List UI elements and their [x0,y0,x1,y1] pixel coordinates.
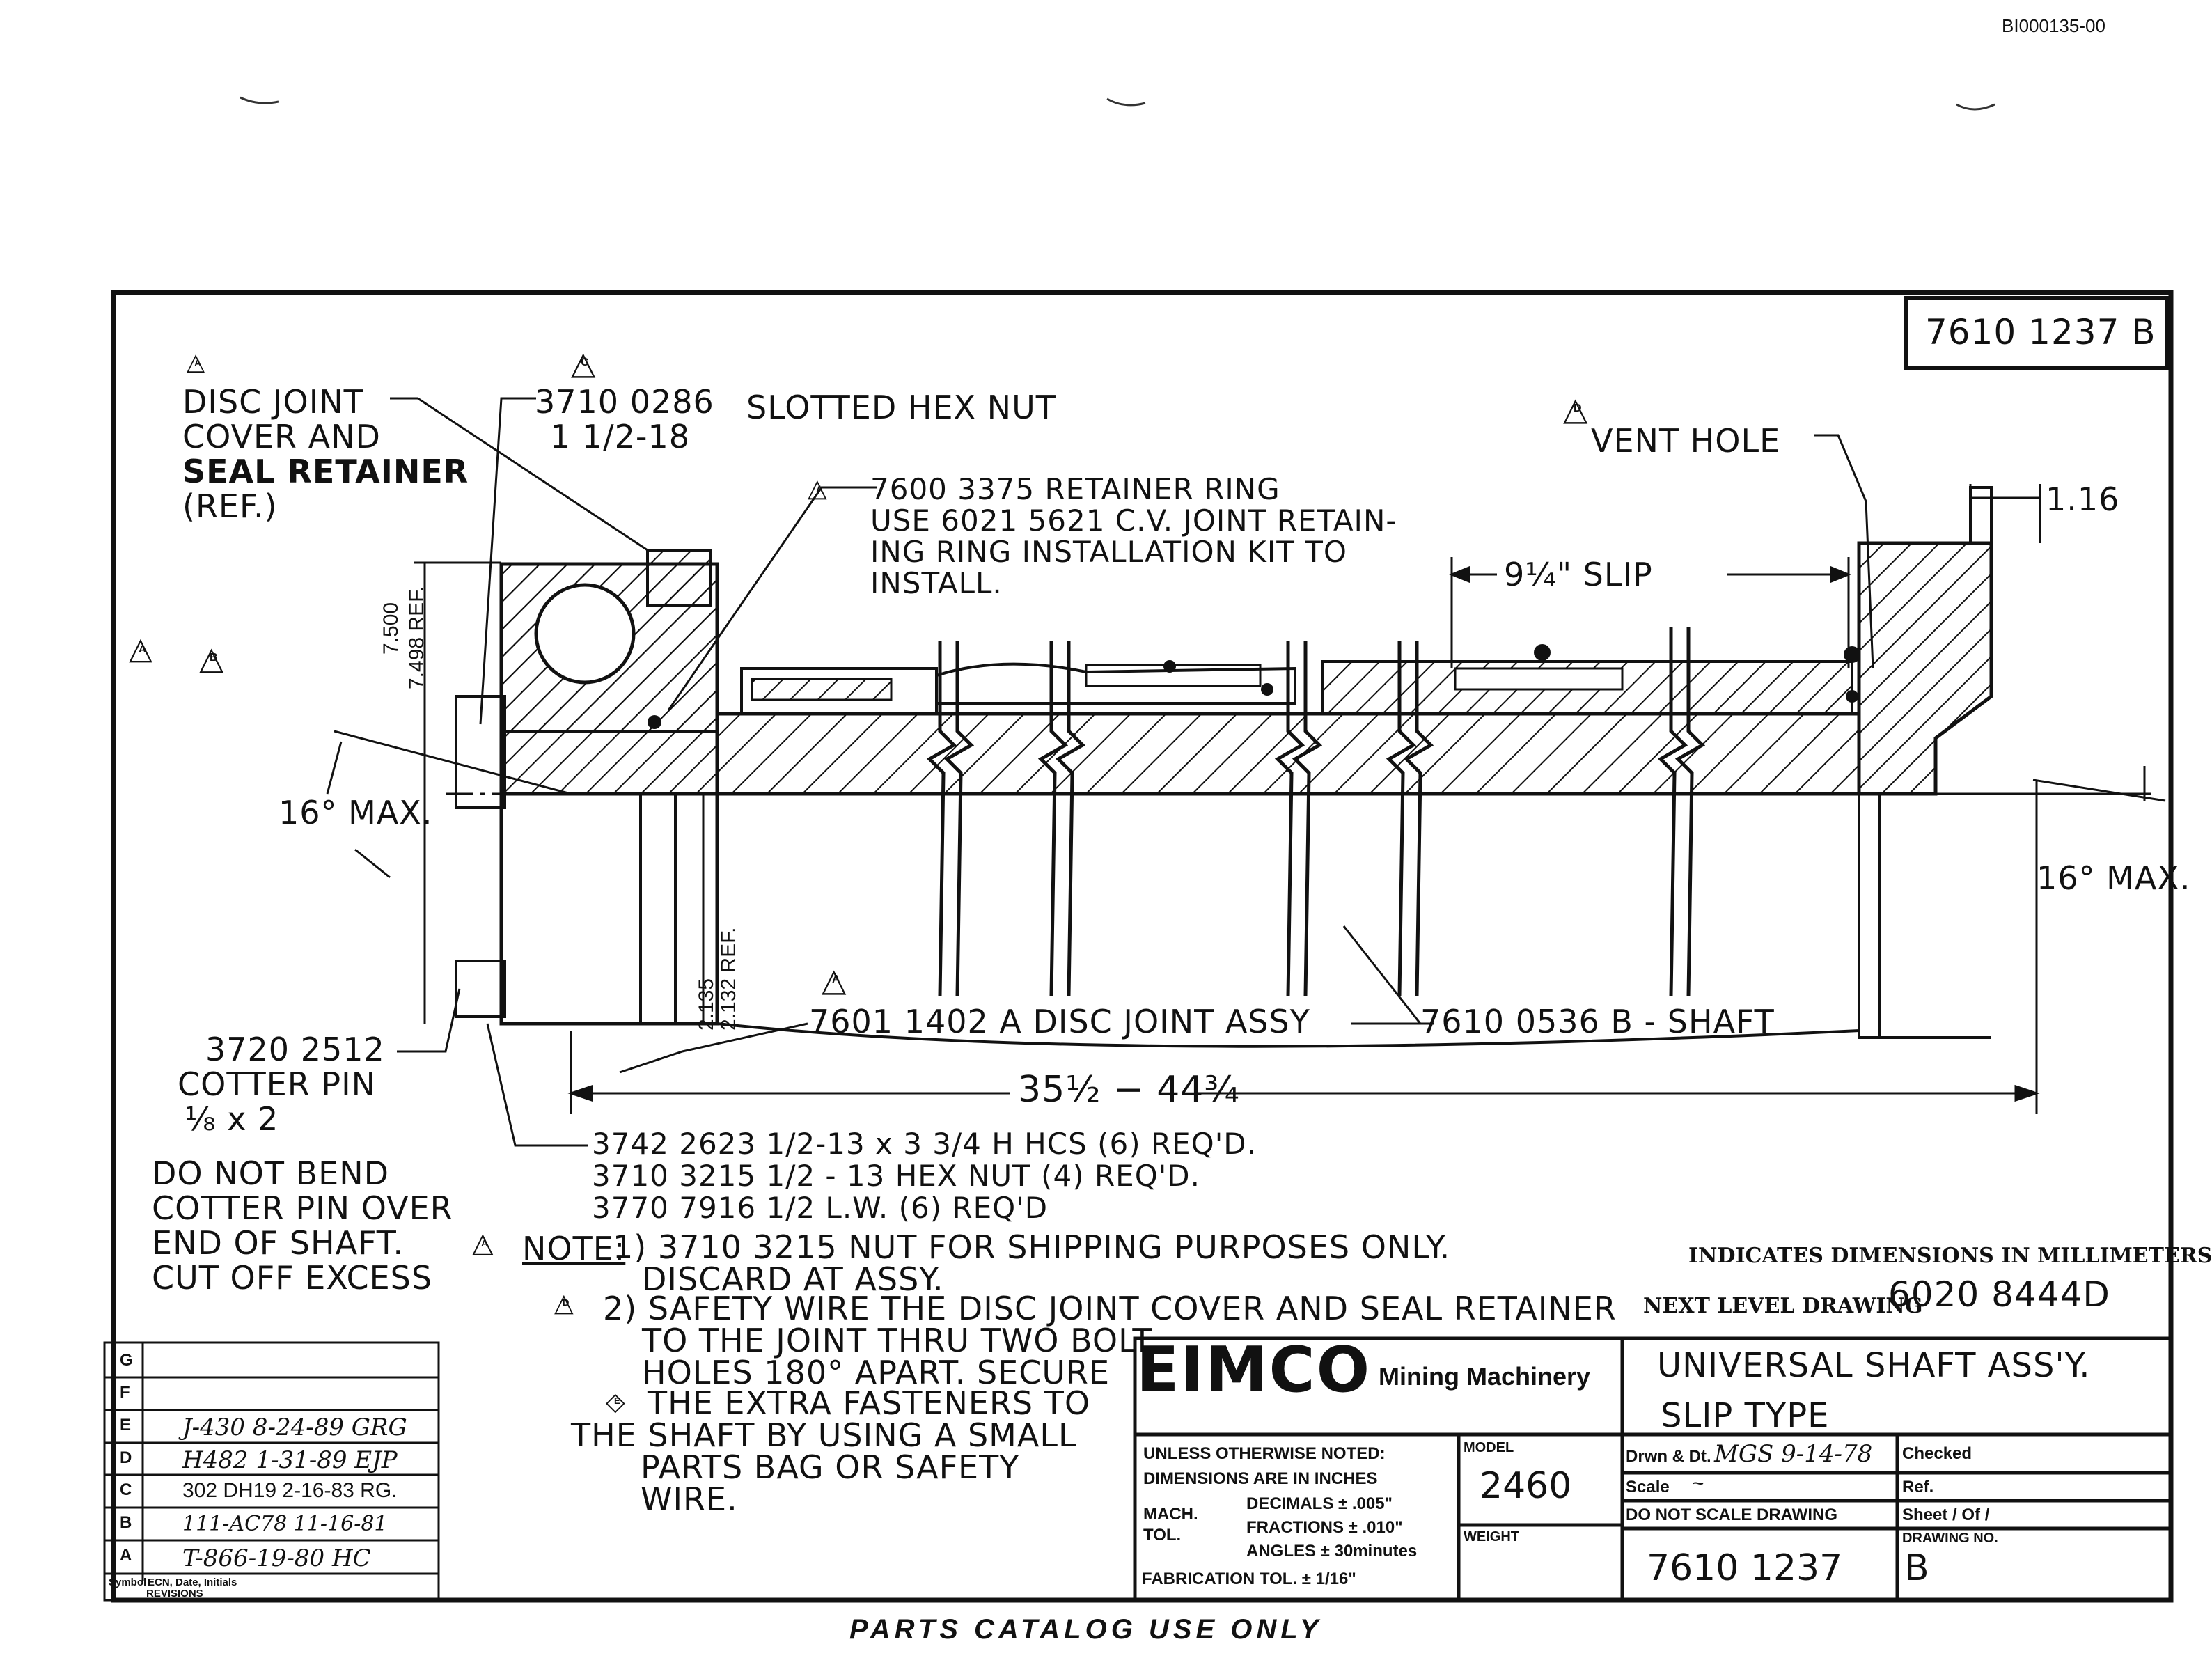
dims-in-inches: DIMENSIONS ARE IN INCHES [1143,1469,1378,1488]
rev-revisions-header: REVISIONS [146,1588,203,1599]
revision-table-lines [103,1341,440,1602]
revision-triangle-icon: △A [808,474,827,502]
revision-triangle-icon: △A [129,632,152,666]
disc-joint-cover-note: DISC JOINT COVER AND SEAL RETAINER (REF.… [182,383,469,525]
retainer-ring-note: 7600 3375 RETAINER RING USE 6021 5621 C.… [870,472,1397,600]
title-line-1: UNIVERSAL SHAFT ASS'Y. [1657,1346,2091,1385]
title-block-lines [1133,1336,2173,1602]
model-value: 2460 [1480,1465,1572,1507]
ref-label: Ref. [1902,1478,1934,1496]
rev-sym: F [120,1383,130,1402]
angles-tol: ANGLES ± 30minutes [1246,1542,1418,1560]
rev-entry: 302 DH19 2-16-83 RG. [182,1479,398,1502]
unless-noted: UNLESS OTHERWISE NOTED: [1143,1444,1386,1463]
rev-sym: E [120,1416,132,1434]
rev-ecn-header: ECN, Date, Initials [148,1577,237,1588]
cotter-pin-note: 3720 2512 COTTER PIN ⅛ x 2 [178,1031,385,1138]
decimals-tol: DECIMALS ± .005" [1246,1494,1393,1513]
dimension-7500: 7.500 [379,602,402,655]
dimension-2135: 2.135 [695,978,718,1031]
fastener-list: 3742 2623 1/2-13 x 3 3/4 H HCS (6) REQ'D… [592,1127,1257,1225]
drawn-label: Drwn & Dt. [1626,1447,1711,1466]
no-scale-warning: DO NOT SCALE DRAWING [1626,1505,1837,1524]
scale-label: Scale [1626,1478,1670,1496]
dimension-lines [326,397,2166,1147]
note-2: 2) SAFETY WIRE THE DISC JOINT COVER AND … [603,1290,1617,1391]
note-label: NOTE: [522,1230,626,1267]
overall-length: 35½ − 44¾ [1018,1069,1240,1111]
note-1: 1) 3710 3215 NUT FOR SHIPPING PURPOSES O… [613,1228,1451,1298]
company-logo: EIMCO [1136,1333,1372,1407]
rev-sym: B [120,1513,132,1532]
checked-label: Checked [1902,1444,1972,1463]
rev-entry: T-866-19-80 HC [182,1544,371,1572]
title-line-2: SLIP TYPE [1661,1396,1830,1435]
next-level-value: 6020 8444D [1888,1274,2110,1315]
weight-label: WEIGHT [1464,1529,1519,1544]
disc-joint-assy-label: 7601 1402 A DISC JOINT ASSY [809,1003,1310,1040]
scale-value: ~ [1692,1472,1704,1495]
rev-sym: G [120,1351,133,1370]
revision-triangle-icon: △A [187,349,205,375]
revision-triangle-icon: △C [571,345,596,381]
footer-note: PARTS CATALOG USE ONLY [849,1614,1323,1645]
slip-dimension: 9¼" SLIP [1504,556,1653,593]
rev-sym: A [120,1546,132,1565]
division-name: Mining Machinery [1379,1362,1591,1391]
fractions-tol: FRACTIONS ± .010" [1246,1518,1403,1537]
revision-triangle-icon: △D [554,1288,574,1317]
nut-part-number: 3710 0286 1 1/2-18 [535,383,714,455]
revision-triangle-icon: △A [822,962,847,998]
note-3: THE EXTRA FASTENERS TO THE SHAFT BY USIN… [571,1384,1091,1518]
shaft-label: 7610 0536 B - SHAFT [1420,1003,1775,1040]
document-id: BI000135-00 [2002,15,2105,36]
rev-entry: H482 1-31-89 EJP [182,1446,398,1474]
drawing-no-value: 7610 1237 [1647,1547,1843,1589]
drawing-no-label: DRAWING NO. [1902,1531,1998,1546]
next-level-label: NEXT LEVEL DRAWING [1643,1294,1923,1318]
rev-entry: 111-AC78 11-16-81 [182,1512,388,1536]
right-flange [1857,486,1993,1039]
rev-sym: D [120,1448,132,1467]
revision-triangle-icon: △B [199,640,224,676]
revision-triangle-icon: △A [472,1228,494,1258]
slotted-hex-nut-label: SLOTTED HEX NUT [746,389,1056,426]
rev-sym: C [120,1480,132,1499]
max-angle-left: 16° MAX. [279,794,433,831]
rev-entry: J-430 8-24-89 GRG [182,1414,407,1441]
millimeter-note: INDICATES DIMENSIONS IN MILLIMETERS [1688,1244,2212,1268]
bend-note: DO NOT BEND COTTER PIN OVER END OF SHAFT… [152,1155,453,1297]
drawing-number-frame [1904,296,2170,370]
disc-joint-section [446,549,752,1026]
drawing-number-box: 7610 1237 B [1925,312,2156,352]
vent-hole-label: VENT HOLE [1591,422,1781,460]
sheet-label: Sheet / Of / [1902,1505,1990,1524]
mach-tol: MACH. TOL. [1143,1505,1198,1544]
revision-triangle-icon: ◇E [606,1387,625,1416]
max-angle-right: 16° MAX. [2037,859,2191,897]
rev-sym-header: Symbol [109,1577,147,1588]
dimension-2132: 2.132 REF. [717,927,740,1031]
break-lines [926,627,1706,996]
model-label: MODEL [1464,1440,1514,1455]
revision-letter: B [1904,1547,1929,1589]
fabrication-tol: FABRICATION TOL. ± 1/16" [1142,1570,1356,1588]
drawn-value: MGS 9-14-78 [1714,1440,1873,1468]
revision-triangle-icon: △D [1563,391,1588,427]
dimension-7498: 7.498 REF. [405,586,428,689]
dimension-1-16: 1.16 [2046,480,2120,518]
